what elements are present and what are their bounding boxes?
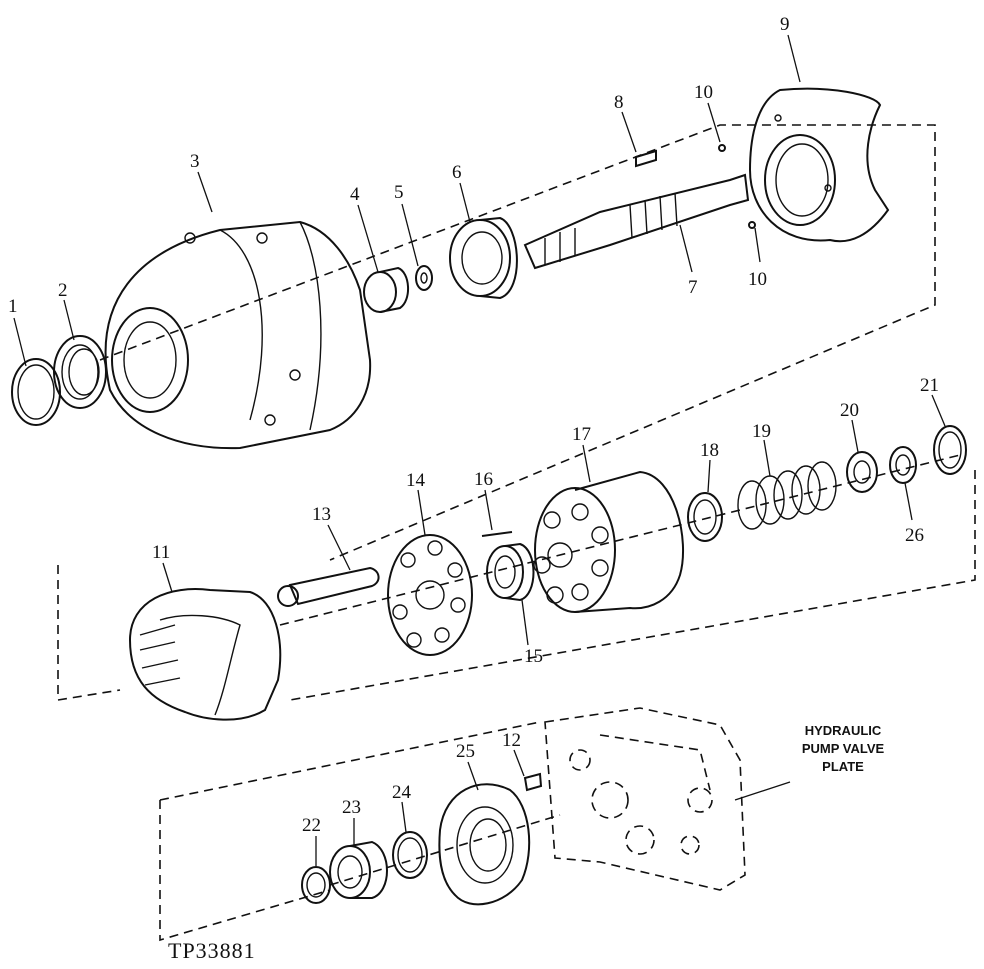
middle-axis-line <box>57 565 121 701</box>
valve-plate-leader <box>734 781 791 801</box>
part-22-seal-ring <box>301 866 331 904</box>
part-number-labels: 1 2 3 4 5 6 7 8 9 10 10 11 12 13 14 15 1… <box>8 14 939 836</box>
part-18-shim <box>687 492 723 542</box>
part-12-pin <box>523 772 543 792</box>
part-16-pin <box>481 531 513 537</box>
label-part-22: 22 <box>302 815 321 836</box>
part-7-drive-shaft <box>523 173 750 270</box>
part-13-rod <box>277 566 380 607</box>
valve-plate-note: HYDRAULIC PUMP VALVE PLATE <box>802 723 885 774</box>
label-part-13: 13 <box>312 504 331 525</box>
part-1-snap-ring <box>11 358 61 426</box>
label-part-23: 23 <box>342 797 361 818</box>
label-part-6: 6 <box>452 162 462 183</box>
figure-code: TP33881 <box>168 938 256 963</box>
label-part-18: 18 <box>700 440 719 461</box>
part-25-valve-plate <box>438 783 531 906</box>
part-23-bearing <box>329 840 388 899</box>
middle-axis-line-right <box>279 454 961 626</box>
part-11-swashplate <box>128 588 282 721</box>
label-part-19: 19 <box>752 421 771 442</box>
label-part-14: 14 <box>406 470 426 491</box>
lower-axis-line-right <box>159 721 541 801</box>
lower-axis-line <box>159 800 331 942</box>
label-part-1: 1 <box>8 296 18 317</box>
part-2-seal <box>53 335 107 409</box>
part-19-spring <box>737 461 837 530</box>
label-part-4: 4 <box>350 184 360 205</box>
hydraulic-pump-valve-plate <box>544 707 746 891</box>
part-15-ball-guide <box>486 542 535 602</box>
part-10-pin-upper <box>718 144 726 152</box>
label-part-26: 26 <box>905 525 924 546</box>
lower-axis-to-plate <box>329 814 561 886</box>
label-part-17: 17 <box>572 424 591 445</box>
part-10-pin-lower <box>748 221 756 229</box>
part-9-bracket <box>748 87 890 243</box>
part-6-bearing <box>449 216 518 300</box>
label-part-21: 21 <box>920 375 939 396</box>
part-5-washer <box>415 265 433 291</box>
upper-axis-line <box>99 124 936 561</box>
part-26-washer <box>889 446 917 484</box>
label-part-12: 12 <box>502 730 521 751</box>
label-part-25: 25 <box>456 741 475 762</box>
part-14-retainer-plate <box>387 534 473 656</box>
note-line-2: PUMP VALVE <box>802 741 885 756</box>
part-21-snap-ring <box>933 425 967 475</box>
part-8-pin <box>635 149 657 168</box>
label-part-10-lower: 10 <box>748 269 767 290</box>
part-number-leaders <box>13 34 946 866</box>
label-part-16: 16 <box>474 469 493 490</box>
middle-axis-return <box>289 470 976 701</box>
part-24-o-ring <box>392 831 428 879</box>
part-17-cylinder-block <box>533 470 684 613</box>
note-line-3: PLATE <box>822 759 864 774</box>
label-part-15: 15 <box>524 646 543 667</box>
part-4-bushing <box>363 266 409 313</box>
label-part-3: 3 <box>190 151 200 172</box>
note-line-1: HYDRAULIC <box>805 723 882 738</box>
label-part-11: 11 <box>152 542 170 563</box>
label-part-2: 2 <box>58 280 68 301</box>
part-20-washer <box>846 451 878 493</box>
label-part-5: 5 <box>394 182 404 203</box>
assembly-axis-lines <box>57 124 976 942</box>
label-part-7: 7 <box>688 277 698 298</box>
label-part-24: 24 <box>392 782 412 803</box>
label-part-9: 9 <box>780 14 790 35</box>
label-part-20: 20 <box>840 400 859 421</box>
label-part-10-upper: 10 <box>694 82 713 103</box>
part-3-motor-housing <box>104 220 372 450</box>
label-part-8: 8 <box>614 92 624 113</box>
